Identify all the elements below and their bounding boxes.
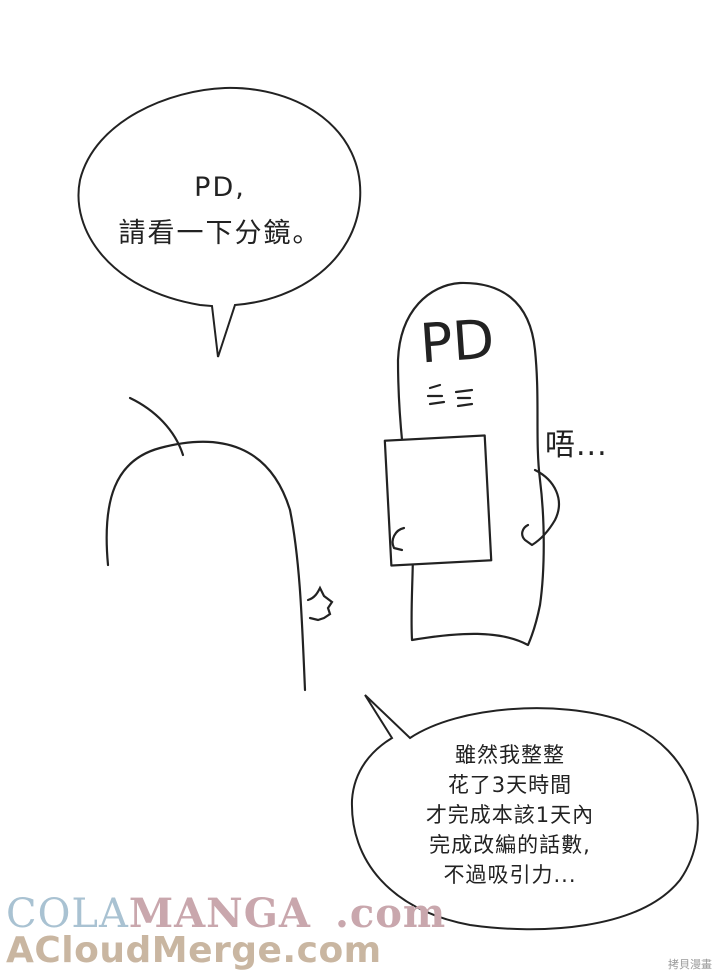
- bubble-top-line: 請看一下分鏡。: [118, 218, 322, 249]
- bubble-top-text: PD, 請看一下分鏡。: [105, 165, 335, 257]
- bubble-bottom-line: 完成改編的話數,: [429, 833, 591, 857]
- speech-bubble-top: [77, 86, 362, 358]
- bubble-bottom-text: 雖然我整整 花了3天時間 才完成本該1天內 完成改編的話數, 不過吸引力...: [395, 740, 625, 890]
- watermark-part: .com: [334, 890, 447, 937]
- bubble-bottom-line: 才完成本該1天內: [425, 803, 595, 827]
- watermark-colamanga: COLAMANGA .com: [6, 890, 446, 937]
- mumble-text: 唔...: [545, 428, 608, 463]
- corner-mark: 拷貝漫畫: [668, 958, 712, 971]
- watermark-part: COLA: [6, 891, 129, 937]
- watermark-acloudmerge: ACloudMerge.com: [6, 930, 382, 971]
- bubble-bottom-line: 不過吸引力...: [443, 863, 577, 887]
- bubble-bottom-line: 雖然我整整: [455, 743, 565, 767]
- figure-left: [105, 396, 334, 692]
- speech-bubble-bottom: [350, 694, 699, 931]
- bubble-top-line: PD,: [194, 172, 246, 203]
- watermark-part: MANGA: [128, 890, 311, 937]
- figure-pd-character: [383, 281, 560, 647]
- pd-badge-text: PD: [417, 307, 497, 376]
- bubble-bottom-line: 花了3天時間: [447, 773, 573, 797]
- storyboard-paper: [383, 434, 493, 567]
